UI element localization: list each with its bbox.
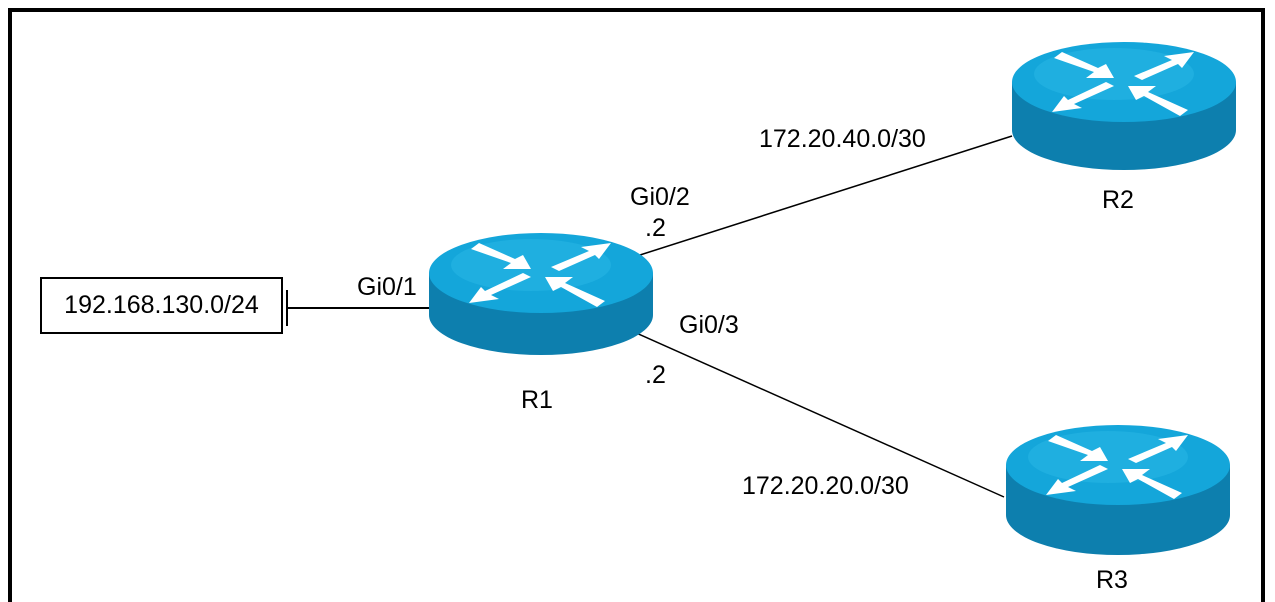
router-r1-label: R1 bbox=[521, 386, 553, 414]
link-r1-r2 bbox=[639, 135, 1013, 256]
router-r1-icon[interactable] bbox=[429, 233, 653, 355]
link-r1-r3 bbox=[624, 327, 1005, 498]
interface-gi02-label: Gi0/2 bbox=[630, 183, 690, 211]
lan-subnet-label: 192.168.130.0/24 bbox=[64, 291, 259, 319]
router-r3-icon[interactable] bbox=[1006, 425, 1230, 555]
link-r1-r3-subnet-label: 172.20.20.0/30 bbox=[742, 472, 909, 500]
router-r2-label: R2 bbox=[1102, 186, 1134, 214]
interface-gi03-label: Gi0/3 bbox=[679, 311, 739, 339]
interface-gi02-host-label: .2 bbox=[645, 214, 666, 242]
interface-gi01-label: Gi0/1 bbox=[357, 273, 417, 301]
link-r1-r2-subnet-label: 172.20.40.0/30 bbox=[759, 125, 926, 153]
router-r3-label: R3 bbox=[1096, 566, 1128, 594]
router-r2-icon[interactable] bbox=[1012, 42, 1236, 170]
interface-gi03-host-label: .2 bbox=[645, 361, 666, 389]
lan-subnet-box: 192.168.130.0/24 bbox=[40, 277, 283, 334]
